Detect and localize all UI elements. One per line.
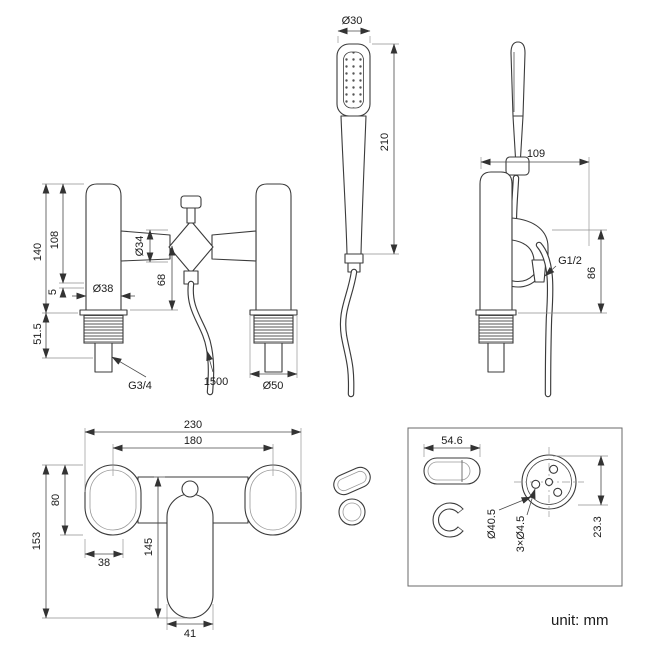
dim-label-g12: G1/2 — [558, 255, 582, 267]
side-handset-holder — [505, 156, 530, 176]
detail-box: 54.6 Ø40.5 3×Ø4.5 23.3 — [407, 427, 623, 587]
side-handset-handle — [512, 115, 524, 159]
front-right-tube — [211, 230, 257, 262]
dim-bracket-width: 54.6 — [423, 435, 481, 457]
dim-edge-offset: 38 — [84, 539, 124, 569]
detail-border — [407, 427, 623, 587]
dim-body-depth: 80 — [50, 464, 83, 536]
side-view: 109 G1/2 86 — [475, 41, 607, 398]
dim-depth: 109 — [480, 148, 590, 246]
flange-fixing-hole — [531, 479, 541, 489]
side-handset-head — [510, 41, 526, 117]
dim-fixing-holes: 3×Ø4.5 — [515, 488, 536, 552]
handset-view: Ø30 210 — [336, 15, 399, 398]
flange-center-hole — [544, 477, 554, 487]
dim-hole-offset: 23.3 — [553, 455, 608, 538]
holder-cup — [333, 466, 371, 496]
dim-label-210: 210 — [379, 133, 391, 151]
detail-hook-inner — [437, 508, 459, 532]
dim-outlet-thread: G1/2 — [544, 255, 582, 277]
dim-base-diameter: Ø50 — [249, 316, 298, 392]
dim-label-41: 41 — [184, 628, 196, 640]
dim-handle-length: 145 — [141, 476, 165, 619]
dim-head-diameter: Ø30 — [337, 15, 371, 43]
detail-bracket-side — [423, 457, 481, 485]
flange-fixing-hole — [549, 464, 559, 474]
dim-spout-height: 86 — [518, 229, 607, 314]
dim-label-54-6: 54.6 — [441, 435, 462, 447]
holder-ring-outer — [338, 498, 366, 526]
dim-label-180: 180 — [184, 435, 202, 447]
dim-label-109: 109 — [527, 148, 545, 160]
dim-overall-depth: 153 — [31, 464, 186, 619]
dim-shank-length: 51.5 — [32, 312, 93, 359]
top-view: 230 180 80 153 145 38 — [31, 419, 302, 640]
dim-label-108: 108 — [49, 231, 61, 249]
side-base-flange — [475, 309, 517, 316]
dim-outlet-height: 68 — [130, 245, 178, 311]
handset-spray-face — [343, 51, 364, 109]
holder-ring-inner — [342, 502, 362, 522]
unit-label: unit: mm — [551, 612, 609, 629]
dim-valve-diameter: Ø34 — [132, 229, 168, 263]
dim-deck-gap: 5 — [45, 273, 84, 298]
front-right-base-flange — [249, 309, 298, 316]
front-diverter-stem — [186, 207, 196, 224]
side-inlet-tail — [487, 342, 505, 373]
front-view: 140 108 5 51.5 Ø38 Ø34 — [32, 183, 298, 396]
dim-pillar-diameter: Ø38 — [72, 281, 135, 300]
side-pillar — [479, 171, 513, 314]
dim-inlet-thread: G3/4 — [111, 356, 152, 392]
detail-hook-outer — [432, 502, 464, 538]
side-threaded-shank — [478, 314, 514, 344]
side-outlet-connector — [531, 259, 547, 283]
front-left-inlet-tail — [94, 342, 113, 373]
dim-label-d40-5: Ø40.5 — [486, 509, 498, 539]
front-diverter-knob — [180, 195, 202, 209]
dim-label-g34: G3/4 — [128, 380, 152, 392]
dim-handle-width: 41 — [166, 604, 214, 640]
holder-view — [333, 466, 371, 526]
dim-label-d30: Ø30 — [342, 15, 363, 27]
dim-label-51-5: 51.5 — [32, 323, 44, 344]
dim-label-d50: Ø50 — [263, 380, 284, 392]
top-lever-handle — [166, 493, 214, 619]
dim-label-d38: Ø38 — [93, 283, 114, 295]
front-left-pillar — [85, 183, 122, 314]
front-right-threaded-shank — [253, 314, 294, 344]
dim-label-80: 80 — [50, 494, 62, 506]
dim-label-86: 86 — [586, 267, 598, 279]
dim-label-68: 68 — [156, 274, 168, 286]
dim-label-140: 140 — [32, 243, 44, 261]
dim-label-d34: Ø34 — [134, 236, 146, 257]
handset-handle — [340, 115, 367, 255]
dim-label-3xd4-5: 3×Ø4.5 — [515, 516, 527, 552]
dim-inlet-centres: 180 — [112, 435, 274, 476]
top-cartridge-cap — [181, 480, 199, 498]
front-right-inlet-tail — [264, 342, 283, 373]
dim-label-38: 38 — [98, 557, 110, 569]
flange-fixing-hole — [553, 487, 563, 497]
dim-overall-width: 230 — [84, 419, 302, 492]
dim-handset-length: 210 — [363, 43, 399, 255]
front-valve-body — [168, 220, 214, 274]
front-left-base-flange — [79, 309, 128, 316]
dim-flange-diameter: Ø40.5 — [486, 496, 532, 539]
dim-label-153: 153 — [31, 532, 43, 550]
dim-label-145: 145 — [143, 538, 155, 556]
dim-label-1500: 1500 — [204, 376, 228, 388]
dim-body-height: 108 — [49, 183, 84, 284]
front-right-pillar — [255, 183, 292, 314]
dim-label-230: 230 — [184, 419, 202, 431]
dim-label-23-3: 23.3 — [592, 516, 604, 537]
handset-hose-nut — [344, 253, 364, 264]
dim-label-5: 5 — [47, 289, 59, 295]
dim-hose-length: 1500 — [204, 350, 228, 388]
front-left-threaded-shank — [83, 314, 124, 344]
